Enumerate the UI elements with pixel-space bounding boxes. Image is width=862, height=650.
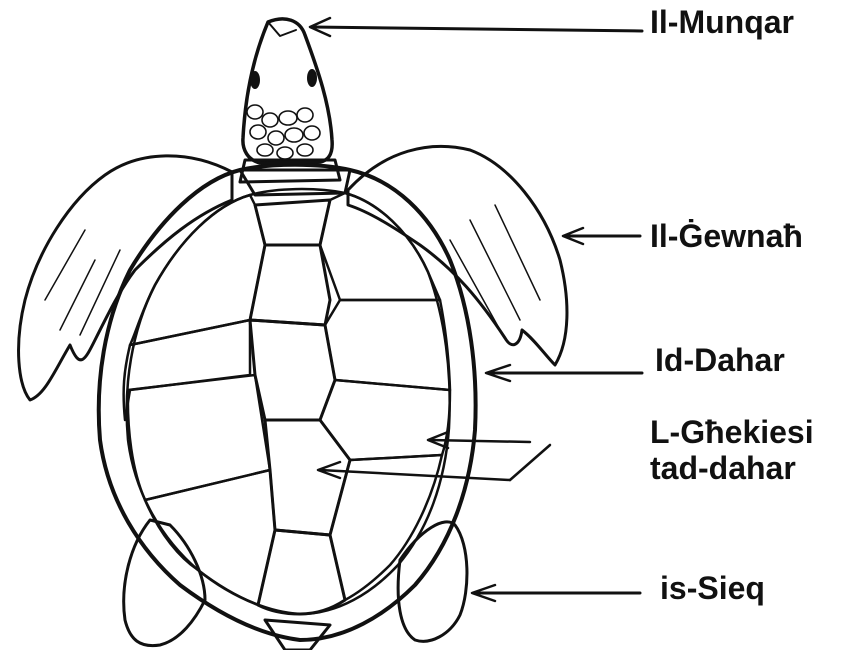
label-sieq: is-Sieq [660, 570, 765, 606]
left-eye [250, 71, 260, 89]
head [243, 19, 332, 163]
label-dahar: Id-Dahar [655, 342, 785, 378]
arrow-dahar [486, 365, 642, 381]
label-ghekiesi-line1: L-Għekiesi [650, 414, 814, 450]
arrow-gewnah [563, 228, 640, 244]
left-rear-flipper [124, 520, 205, 646]
label-ghekiesi-line2: tad-dahar [650, 450, 814, 486]
label-ghekiesi: L-Għekiesi tad-dahar [650, 414, 814, 486]
arrow-munqar [310, 18, 642, 36]
carapace [99, 165, 476, 640]
right-eye [307, 69, 317, 87]
label-munqar: Il-Munqar [650, 4, 794, 40]
label-gewnah: Il-Ġewnaħ [650, 218, 803, 254]
arrow-sieq [472, 585, 640, 601]
